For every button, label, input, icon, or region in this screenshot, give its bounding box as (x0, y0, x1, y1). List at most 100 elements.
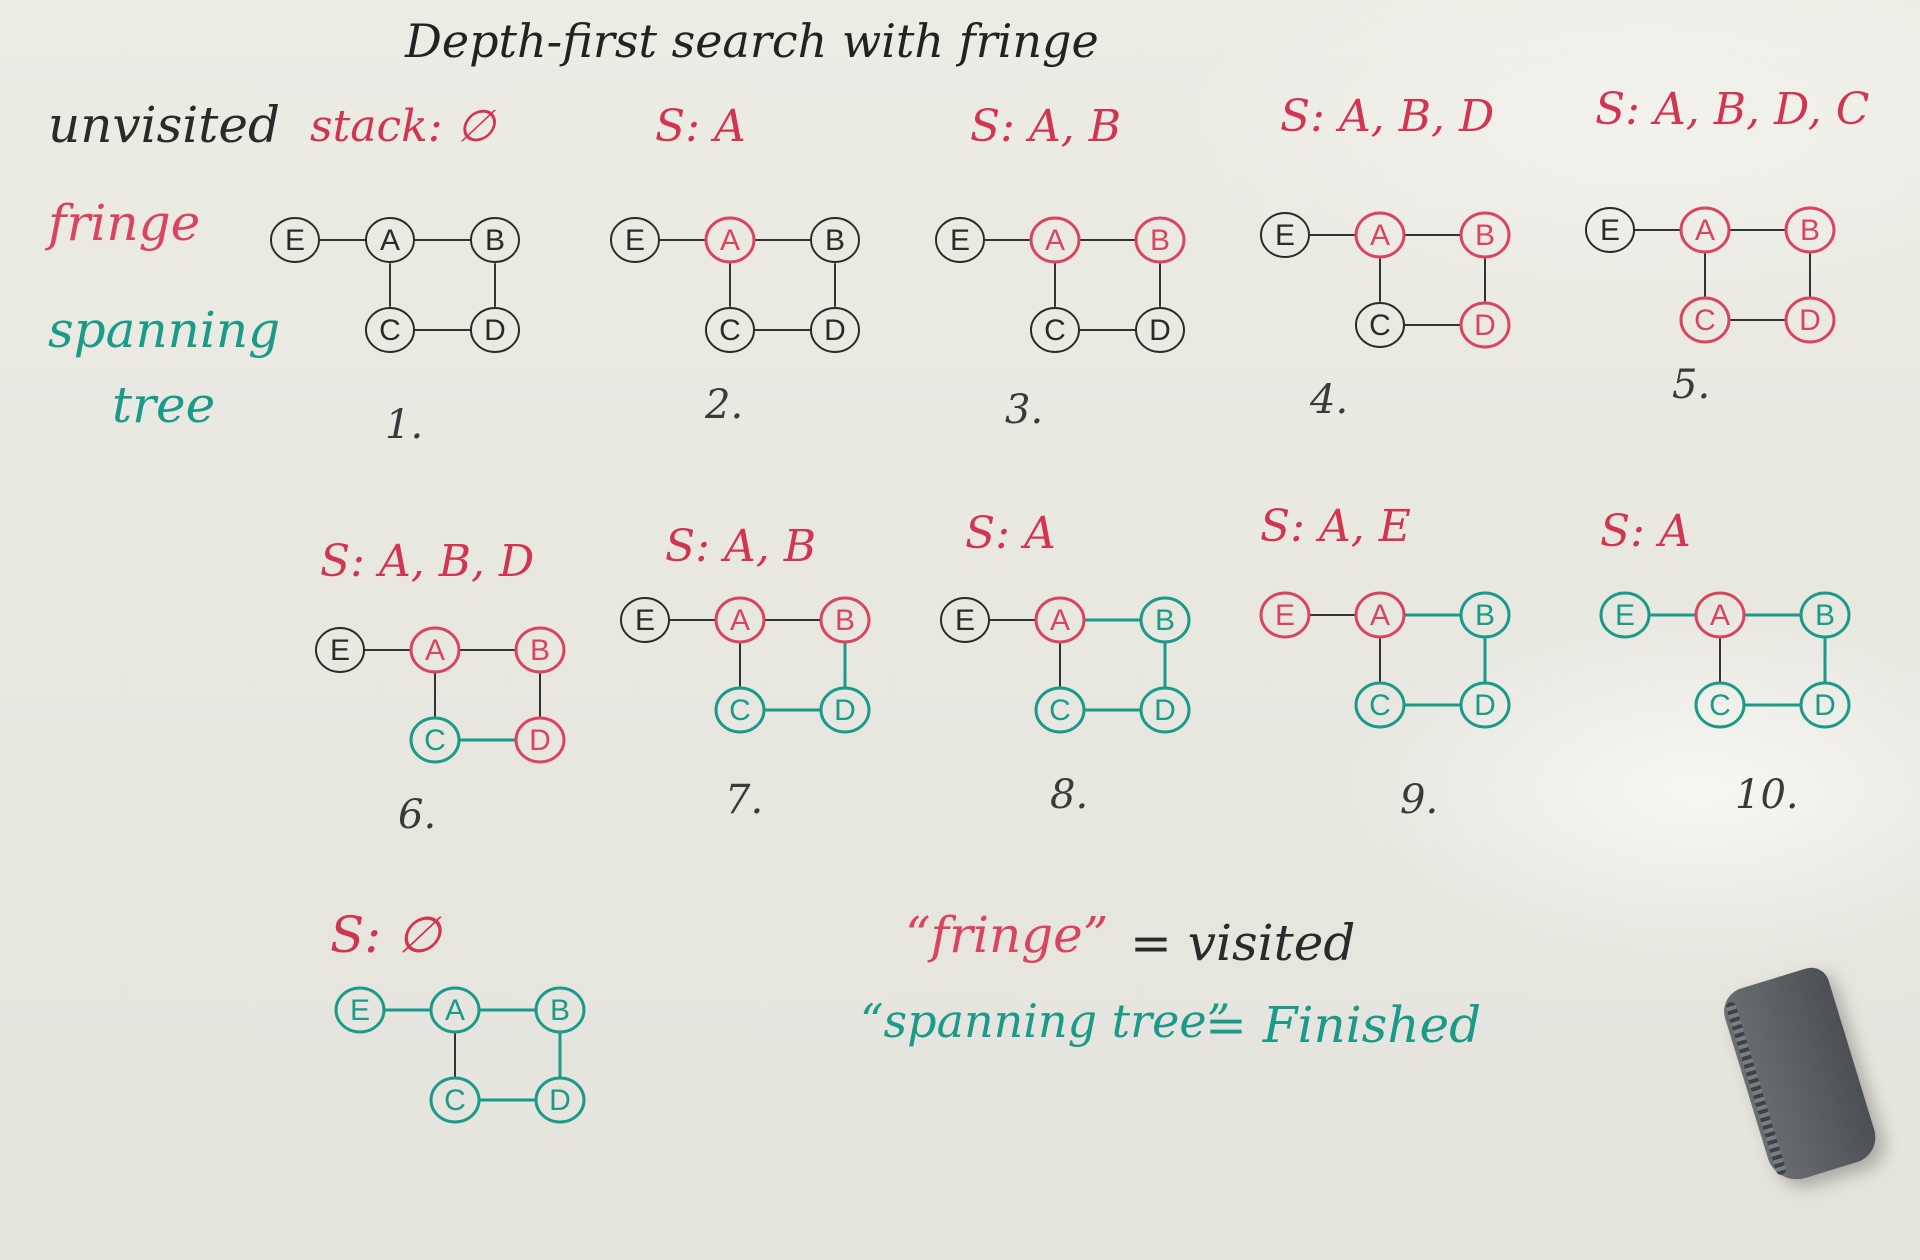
note-fringe-eq: = visited (1130, 914, 1356, 972)
node-b: B (1784, 206, 1836, 254)
node-b: B (810, 217, 860, 263)
node-a: A (365, 217, 415, 263)
node-a: A (1354, 211, 1406, 259)
node-circle (620, 597, 670, 643)
node-label: E (1600, 214, 1620, 247)
node-a: A (429, 986, 481, 1034)
step-number: 2. (705, 382, 744, 428)
node-circle (334, 986, 386, 1034)
node-b: B (470, 217, 520, 263)
node-circle (1459, 681, 1511, 729)
step-number: 8. (1050, 772, 1089, 818)
node-b: B (1459, 591, 1511, 639)
node-circle (1354, 211, 1406, 259)
node-d: D (819, 686, 871, 734)
node-circle (534, 986, 586, 1034)
node-c: C (1354, 681, 1406, 729)
node-circle (1784, 296, 1836, 344)
node-b: B (819, 596, 871, 644)
node-label: A (1695, 214, 1715, 247)
node-label: B (1475, 219, 1495, 252)
legend-unvisited: unvisited (48, 96, 280, 154)
node-circle (705, 307, 755, 353)
step-number: 1. (385, 402, 424, 448)
node-d: D (1799, 681, 1851, 729)
node-label: C (719, 314, 741, 347)
node-circle (1029, 216, 1081, 264)
node-e: E (270, 217, 320, 263)
stack-label: S: A, E (1260, 501, 1411, 552)
node-circle (1355, 302, 1405, 348)
graph-step-7: E A B C D (620, 596, 871, 734)
node-label: C (424, 724, 446, 757)
node-label: B (1155, 604, 1175, 637)
node-label: D (1474, 309, 1496, 342)
node-circle (514, 716, 566, 764)
node-b: B (1799, 591, 1851, 639)
node-c: C (365, 307, 415, 353)
node-d: D (1135, 307, 1185, 353)
node-circle (810, 307, 860, 353)
node-circle (1260, 212, 1310, 258)
node-a: A (714, 596, 766, 644)
graph-step-1: E A B C D (270, 217, 520, 353)
node-label: A (1710, 599, 1730, 632)
node-e: E (620, 597, 670, 643)
node-label: B (825, 224, 845, 257)
node-circle (365, 217, 415, 263)
node-label: E (625, 224, 645, 257)
node-label: C (1044, 314, 1066, 347)
node-circle (429, 986, 481, 1034)
node-d: D (470, 307, 520, 353)
node-a: A (1679, 206, 1731, 254)
node-circle (704, 216, 756, 264)
node-label: B (835, 604, 855, 637)
node-label: A (730, 604, 750, 637)
node-label: B (485, 224, 505, 257)
step-number: 5. (1672, 362, 1711, 408)
node-b: B (1459, 211, 1511, 259)
node-b: B (514, 626, 566, 674)
node-label: B (1815, 599, 1835, 632)
node-e: E (1259, 591, 1311, 639)
node-circle (1354, 681, 1406, 729)
node-label: A (425, 634, 445, 667)
node-circle (819, 596, 871, 644)
node-c: C (1030, 307, 1080, 353)
stack-label: S: A (1600, 506, 1691, 557)
node-label: C (1369, 309, 1391, 342)
node-circle (1354, 591, 1406, 639)
note-tree-eq: = Finished (1205, 996, 1482, 1054)
node-circle (270, 217, 320, 263)
node-d: D (534, 1076, 586, 1124)
node-c: C (705, 307, 755, 353)
step-number: 3. (1005, 387, 1044, 433)
node-label: B (1475, 599, 1495, 632)
legend-tree: tree (112, 376, 216, 434)
node-label: A (1045, 224, 1065, 257)
board-title: Depth-first search with fringe (405, 14, 1099, 68)
whiteboard-eraser (1718, 963, 1882, 1187)
legend-fringe: fringe (48, 194, 201, 252)
node-label: B (530, 634, 550, 667)
node-e: E (935, 217, 985, 263)
node-c: C (714, 686, 766, 734)
node-e: E (334, 986, 386, 1034)
node-label: E (950, 224, 970, 257)
node-circle (1679, 206, 1731, 254)
node-circle (819, 686, 871, 734)
node-circle (1259, 591, 1311, 639)
node-circle (315, 627, 365, 673)
node-d: D (810, 307, 860, 353)
node-label: A (380, 224, 400, 257)
node-circle (610, 217, 660, 263)
node-circle (470, 217, 520, 263)
stack-label: S: A, B, D (1280, 91, 1495, 142)
node-label: D (1474, 689, 1496, 722)
node-label: D (1149, 314, 1171, 347)
